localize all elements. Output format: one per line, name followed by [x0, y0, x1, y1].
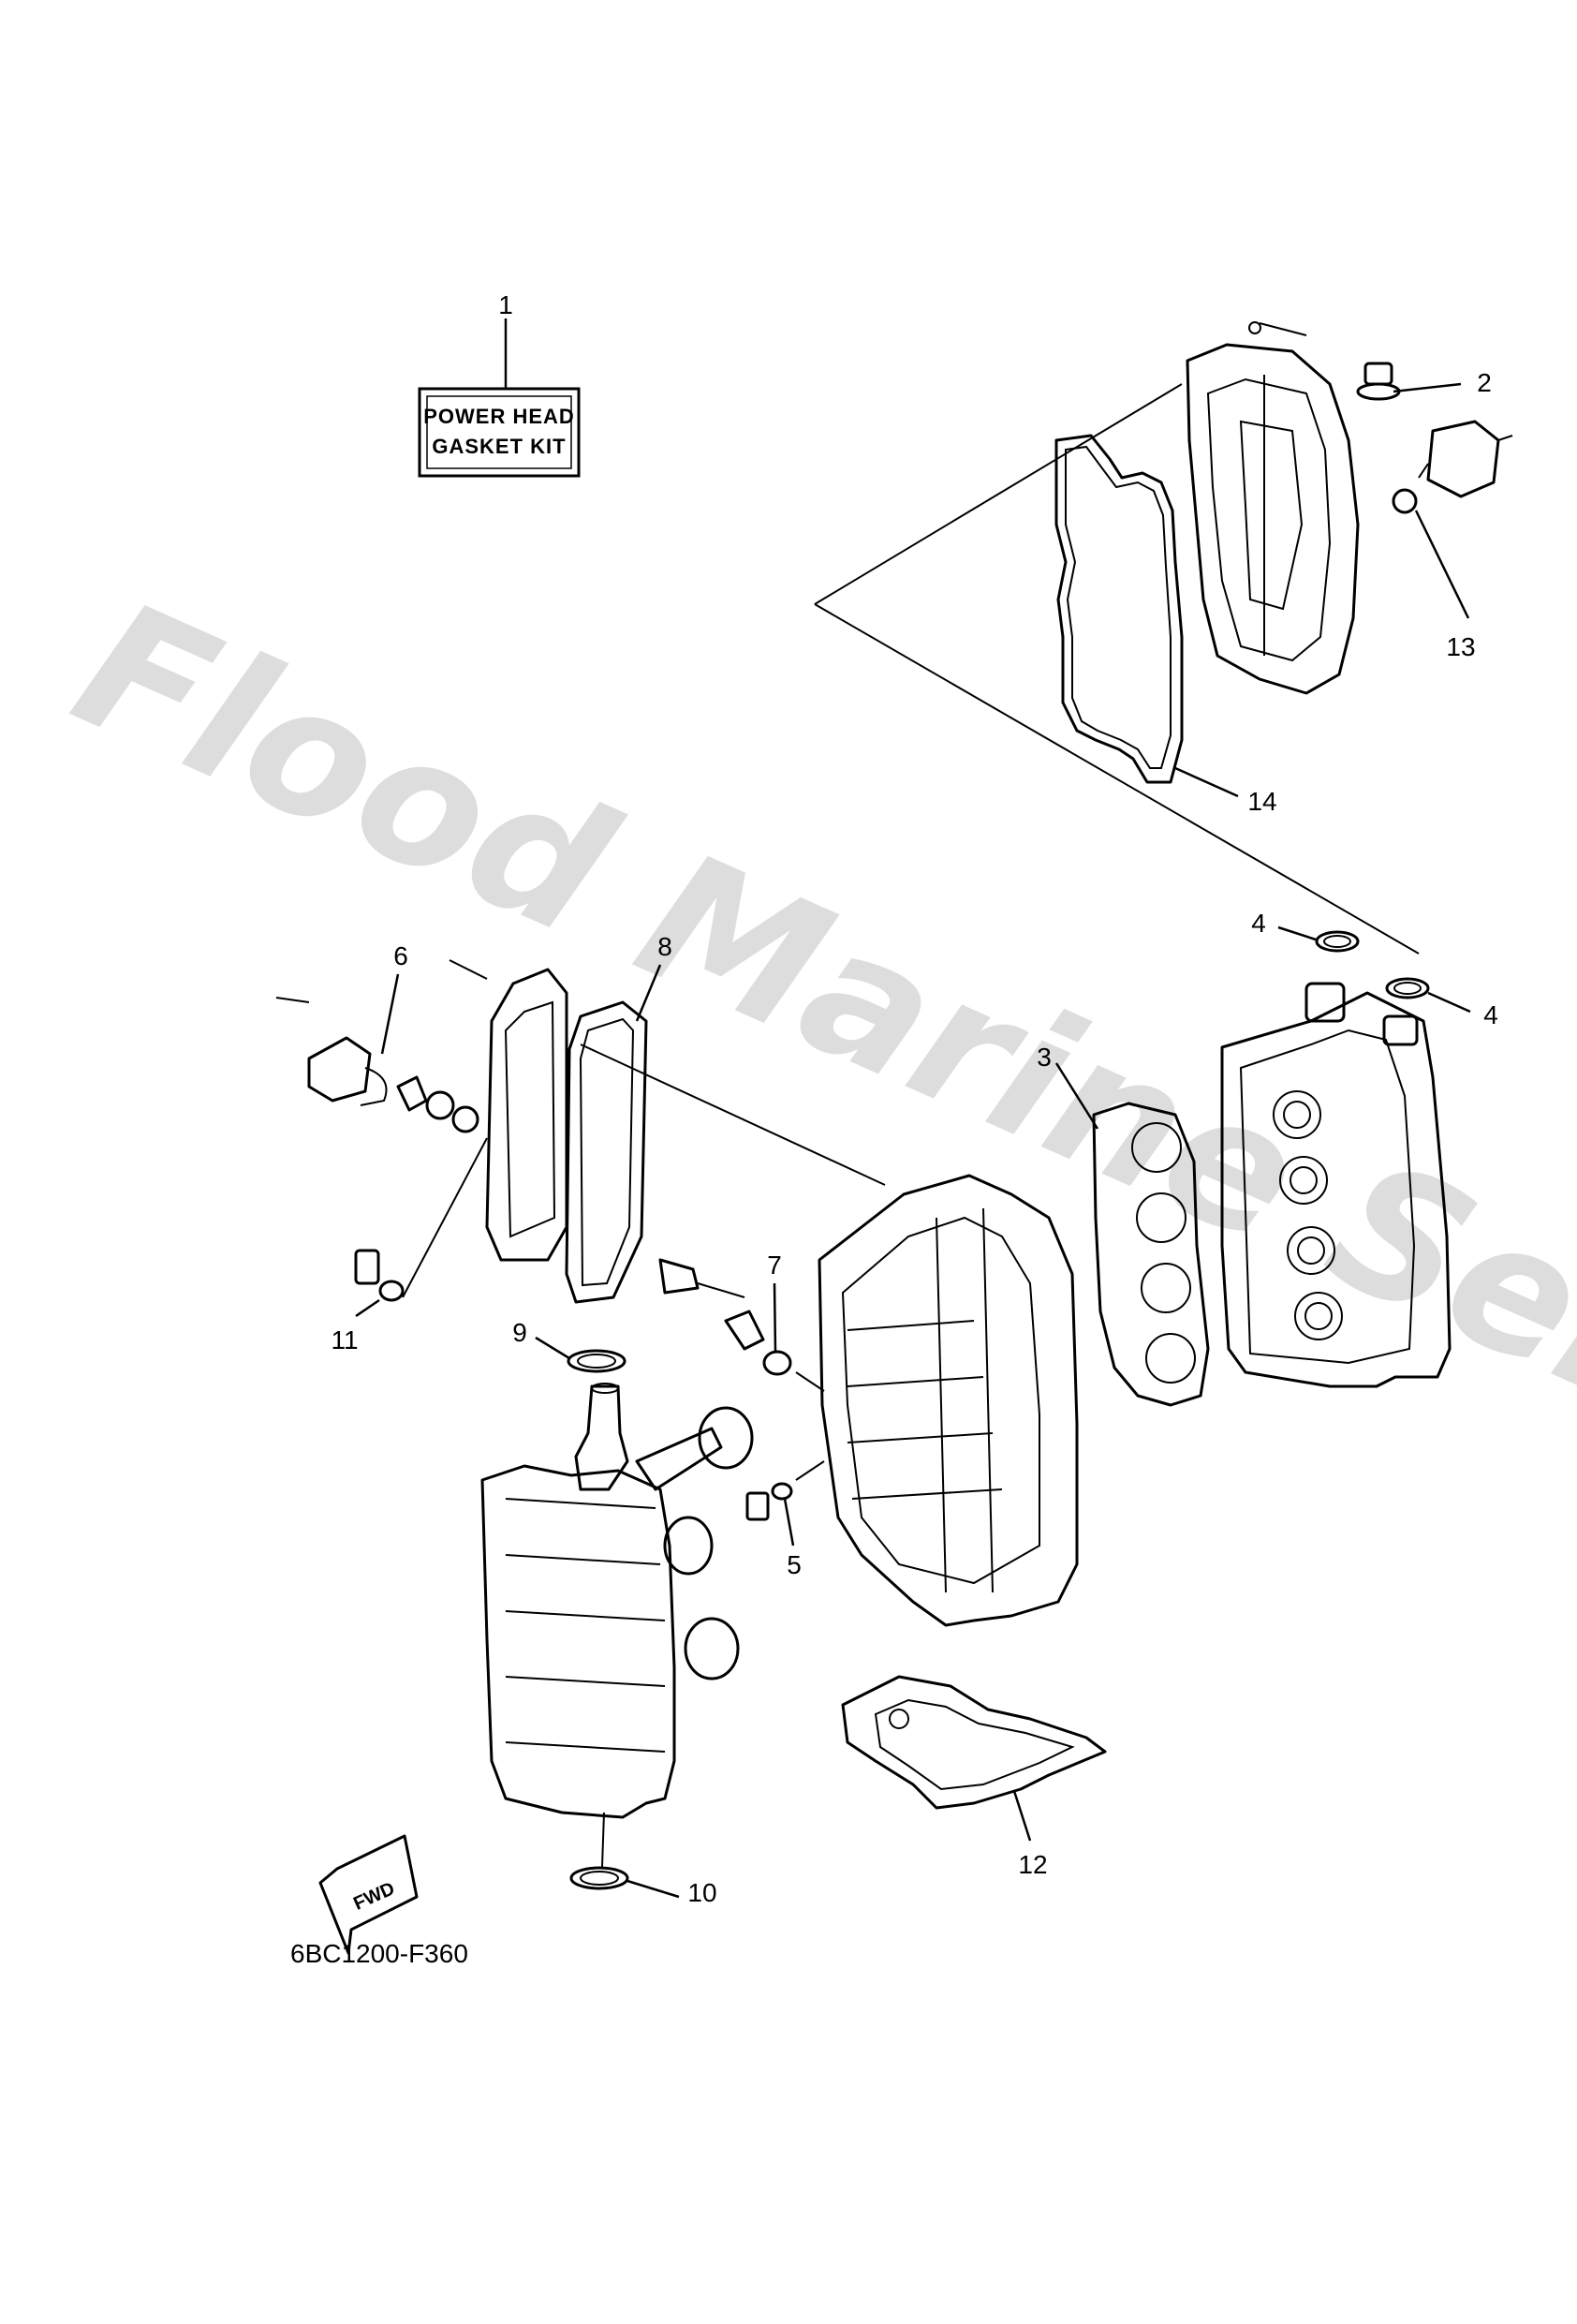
oil-seal-10	[569, 1866, 629, 1890]
oil-seal-upper-left	[1315, 930, 1360, 953]
thermostat	[396, 1075, 479, 1133]
exhaust-cover-gasket	[565, 1000, 648, 1304]
cylinder-head-cover	[1186, 321, 1360, 695]
oil-sensor	[1392, 420, 1513, 514]
head-gasket	[1092, 1102, 1210, 1407]
callout-2: 2	[1477, 368, 1492, 397]
leader-lines	[355, 382, 1471, 1899]
crankcase	[480, 1464, 676, 1819]
washer-5	[745, 1482, 793, 1521]
callout-8: 8	[657, 932, 672, 961]
watermark: Flood Marine Services	[49, 561, 1577, 1652]
gasket-kit-box: POWER HEAD GASKET KIT	[418, 318, 581, 478]
diagram-code: 6BC1200-F360	[290, 1939, 468, 1968]
callout-5: 5	[787, 1550, 802, 1579]
oil-seal-upper-right	[1385, 977, 1430, 999]
exhaust-cover	[449, 959, 568, 1262]
head-cover-gasket	[1054, 434, 1184, 784]
callout-11: 11	[331, 1325, 358, 1354]
callout-13: 13	[1446, 632, 1475, 661]
callout-14: 14	[1247, 787, 1276, 816]
cylinder-block	[818, 1174, 1079, 1627]
drain-plug-11	[354, 1249, 405, 1302]
callout-7: 7	[767, 1251, 782, 1280]
piston-connecting-rod	[635, 1406, 754, 1680]
callout-9: 9	[512, 1318, 527, 1347]
oil-filler-cap	[1356, 362, 1401, 401]
callout-10: 10	[687, 1878, 716, 1907]
kit-box-line2: GASKET KIT	[432, 435, 566, 458]
callout-4a: 4	[1251, 909, 1266, 938]
callout-3: 3	[1037, 1043, 1052, 1072]
callout-12: 12	[1018, 1850, 1047, 1879]
callout-numbers: 1 2 3 4 4 5 6 7 8 9 10 11 12 13 14	[331, 290, 1497, 1907]
callout-4b: 4	[1483, 1000, 1498, 1029]
callout-1: 1	[498, 290, 513, 319]
grommet-7	[762, 1350, 792, 1376]
fwd-arrow-icon: FWD	[318, 1834, 419, 1955]
cylinder-head	[1220, 982, 1452, 1388]
kit-box-line1: POWER HEAD	[423, 405, 575, 428]
thermostat-cover	[275, 997, 388, 1106]
oil-seal-9	[567, 1349, 626, 1373]
base-gasket	[841, 1675, 1107, 1810]
crankshaft	[574, 1383, 629, 1491]
callout-6: 6	[393, 941, 408, 970]
temperature-sensor	[658, 1258, 765, 1351]
